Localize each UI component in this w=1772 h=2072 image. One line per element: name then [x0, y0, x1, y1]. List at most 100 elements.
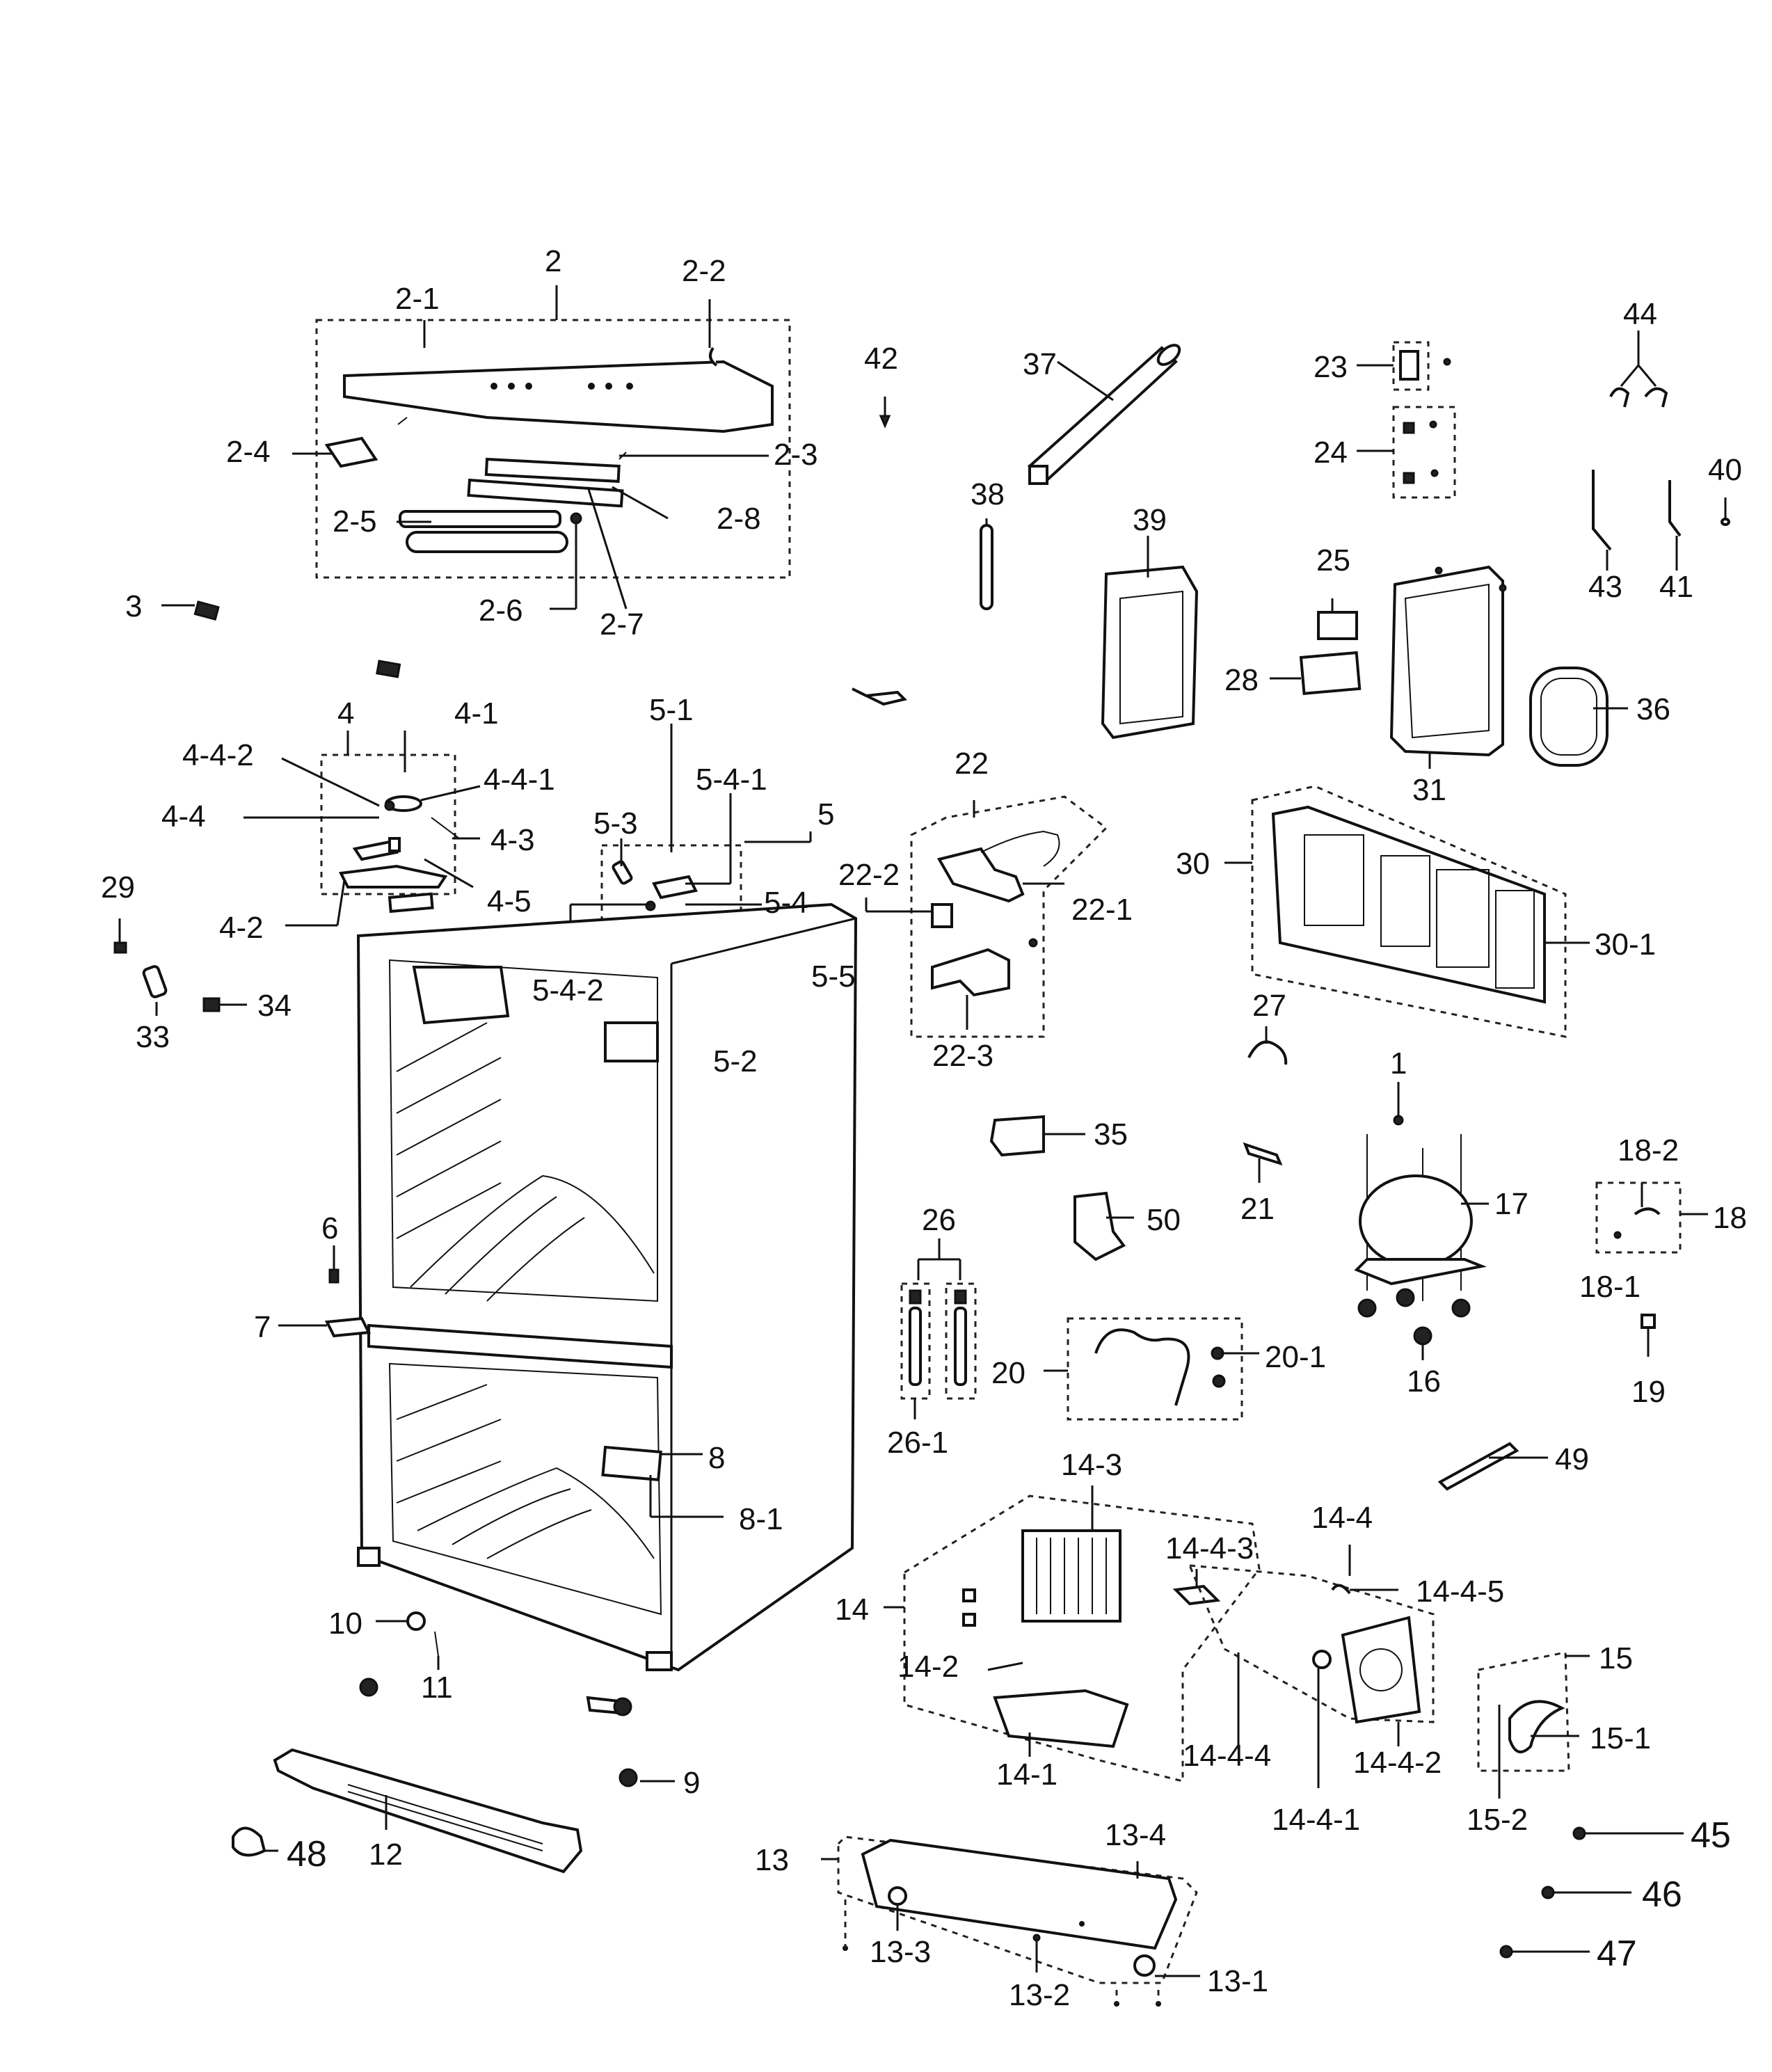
front-leg-right [646, 1651, 673, 1671]
label-14-2: 14-2 [897, 1650, 959, 1684]
label-18-2: 18-2 [1618, 1133, 1679, 1168]
loose-small-parts [161, 397, 907, 706]
group-23-dashed-box [1392, 341, 1430, 391]
part-14-1-tray [993, 1689, 1129, 1748]
label-5: 5 [817, 797, 834, 831]
part-20-tube [1094, 1328, 1190, 1406]
label-5-4-2: 5-4-2 [532, 973, 604, 1007]
bottom-front-parts [232, 1611, 675, 1874]
label-15-2: 15-2 [1467, 1803, 1528, 1837]
label-15: 15 [1599, 1641, 1633, 1675]
group-2-top-cover-assembly [292, 285, 791, 610]
part-25-board [1317, 611, 1358, 640]
label-14-4-3: 14-4-3 [1165, 1531, 1254, 1565]
part-33-valve [142, 965, 168, 998]
label-14-4: 14-4 [1311, 1501, 1373, 1535]
wire-clip-part [709, 346, 718, 367]
label-26-1: 26-1 [887, 1426, 948, 1460]
label-5-4: 5-4 [764, 886, 808, 920]
label-30-1: 30-1 [1595, 927, 1656, 962]
label-1: 1 [1390, 1046, 1407, 1081]
hinge-bar-part [484, 457, 621, 484]
label-48: 48 [287, 1834, 327, 1874]
part-10-roller [406, 1611, 426, 1631]
part-43-hook [1592, 470, 1612, 551]
part-22-1-harness [936, 847, 1025, 903]
label-49: 49 [1555, 1442, 1589, 1476]
part-44-clips [1609, 387, 1668, 408]
label-2-3: 2-3 [774, 438, 818, 472]
label-8-1: 8-1 [739, 1502, 783, 1536]
label-2-4: 2-4 [226, 435, 271, 469]
part-22-3-cover [931, 948, 1010, 997]
fan-grille-housing [412, 966, 510, 1025]
part-29-cap [113, 941, 127, 954]
label-9: 9 [683, 1766, 700, 1800]
label-50: 50 [1147, 1203, 1181, 1237]
part-21-drain [1243, 1142, 1283, 1166]
part-13-3-roller [888, 1886, 907, 1906]
spacer-part [406, 531, 568, 553]
label-31: 31 [1412, 773, 1446, 807]
group-15-dashed-box [1477, 1651, 1570, 1772]
part-14-4-2-shroud [1341, 1616, 1421, 1724]
top-hinge-cover-part [343, 360, 774, 433]
part-50-valve [1073, 1191, 1126, 1261]
label-22: 22 [955, 747, 989, 781]
part-41-hook [1668, 480, 1682, 537]
part-23-switch [1399, 350, 1419, 381]
part-45-screw [1572, 1826, 1586, 1840]
label-44: 44 [1623, 297, 1657, 331]
part-31-panel [1389, 565, 1504, 757]
part-14-4-3-bracket [1172, 1584, 1221, 1606]
part-36-gasket [1529, 667, 1609, 767]
label-2-7: 2-7 [600, 607, 644, 641]
group-24-dashed-box [1392, 406, 1456, 499]
group-18-dashed-box [1595, 1181, 1682, 1254]
front-leg-left [357, 1547, 381, 1567]
label-14-4-4: 14-4-4 [1183, 1739, 1271, 1773]
label-10: 10 [328, 1607, 362, 1641]
label-15-1: 15-1 [1590, 1721, 1651, 1755]
label-4-3: 4-3 [490, 823, 535, 857]
label-14-4-5: 14-4-5 [1416, 1575, 1504, 1609]
label-41: 41 [1659, 570, 1693, 604]
label-45: 45 [1691, 1815, 1731, 1856]
label-38: 38 [971, 477, 1005, 511]
part-14-4-5-clip [1331, 1584, 1351, 1595]
label-35: 35 [1094, 1117, 1128, 1151]
hinge-plate-part [467, 478, 624, 508]
label-5-5: 5-5 [811, 959, 856, 994]
label-40: 40 [1708, 453, 1742, 487]
part-7-switch [324, 1316, 372, 1338]
part-47-screw [1499, 1945, 1513, 1959]
base-pan-part [861, 1838, 1178, 1950]
label-20: 20 [991, 1356, 1025, 1390]
top-hinge-bracket [388, 892, 434, 914]
group-4-hinge-assembly [244, 731, 481, 927]
label-2-2: 2-2 [682, 254, 726, 288]
group-26-right-dashed-box [945, 1282, 977, 1400]
label-19: 19 [1631, 1375, 1666, 1409]
label-4: 4 [337, 696, 354, 731]
label-47: 47 [1597, 1934, 1637, 1974]
label-18-1: 18-1 [1579, 1270, 1641, 1304]
refrigerator-cabinet [278, 892, 858, 1672]
label-13-4: 13-4 [1105, 1818, 1166, 1852]
label-14-4-2: 14-4-2 [1353, 1746, 1442, 1780]
leveling-leg-left [359, 1677, 378, 1697]
part-22-2-clip [931, 903, 953, 928]
label-8: 8 [708, 1441, 725, 1475]
label-43: 43 [1588, 570, 1622, 604]
left-loose-parts [113, 918, 247, 1016]
label-14-3: 14-3 [1061, 1448, 1122, 1482]
label-22-1: 22-1 [1071, 893, 1133, 927]
label-34: 34 [257, 989, 292, 1023]
part-18-2-clip [1634, 1207, 1661, 1216]
label-20-1: 20-1 [1265, 1340, 1326, 1374]
label-2-5: 2-5 [333, 504, 377, 539]
hinge-block-part [652, 875, 698, 900]
label-33: 33 [136, 1020, 170, 1054]
label-16: 16 [1407, 1364, 1441, 1398]
